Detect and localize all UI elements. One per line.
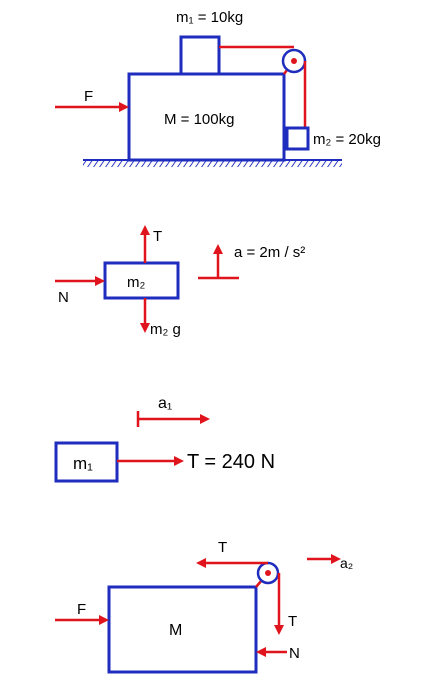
a2-arrowhead	[331, 554, 341, 564]
force-F-label: F	[84, 88, 93, 105]
fbd-M-label: M	[169, 622, 182, 639]
fbd-m2-label: m₂	[127, 274, 145, 291]
m1-mass-label: m₁ = 10kg	[176, 9, 243, 26]
fbd-M: M F T T N a₂	[55, 539, 353, 674]
tension-m1-arrowhead	[174, 456, 184, 466]
tension-up-label: T	[153, 228, 162, 245]
tension-up-arrowhead	[140, 225, 150, 235]
weight-label: m₂ g	[150, 321, 181, 338]
M-mass-label: M = 100kg	[164, 111, 234, 128]
fbd-m1-label: m₁	[73, 454, 93, 473]
fbd-m2-block	[103, 261, 180, 300]
fbd-M-N-label: N	[289, 645, 300, 662]
fbd-M-F-label: F	[77, 601, 86, 618]
system-diagram: m₁ = 10kg M = 100kg m₂ = 20kg F	[55, 9, 381, 167]
fbd-M-F-arrowhead	[99, 615, 109, 625]
fbd-M-block	[107, 585, 258, 674]
ground-hatch	[83, 160, 342, 167]
fbd-m1: a₁ m₁ T = 240 N	[54, 395, 275, 483]
a1-arrowhead	[200, 414, 210, 424]
a2-label: a₂	[340, 555, 353, 571]
fbd-M-N-arrowhead	[256, 647, 266, 657]
fbd-M-T-down-label: T	[288, 613, 297, 630]
fbd-M-T-down-arrowhead	[274, 625, 284, 635]
m1-block	[179, 35, 221, 76]
normal-left-arrowhead	[95, 276, 105, 286]
fbd-m2: m₂ T N m₂ g a = 2m / s²	[55, 225, 305, 338]
fbd-M-pulley-hub	[265, 570, 271, 576]
accel-arrowhead	[213, 244, 223, 254]
m2-block	[285, 126, 310, 151]
normal-left-label: N	[58, 289, 69, 306]
a1-label: a₁	[158, 395, 172, 412]
fbd-M-T-left-arrowhead	[196, 558, 206, 568]
weight-arrowhead	[140, 323, 150, 333]
force-F-arrowhead	[119, 102, 129, 112]
pulley-hub	[291, 58, 297, 64]
accel-label: a = 2m / s²	[234, 244, 305, 261]
m2-mass-label: m₂ = 20kg	[313, 131, 381, 148]
fbd-M-T-top-label: T	[218, 539, 227, 556]
tension-m1-label: T = 240 N	[187, 451, 275, 473]
